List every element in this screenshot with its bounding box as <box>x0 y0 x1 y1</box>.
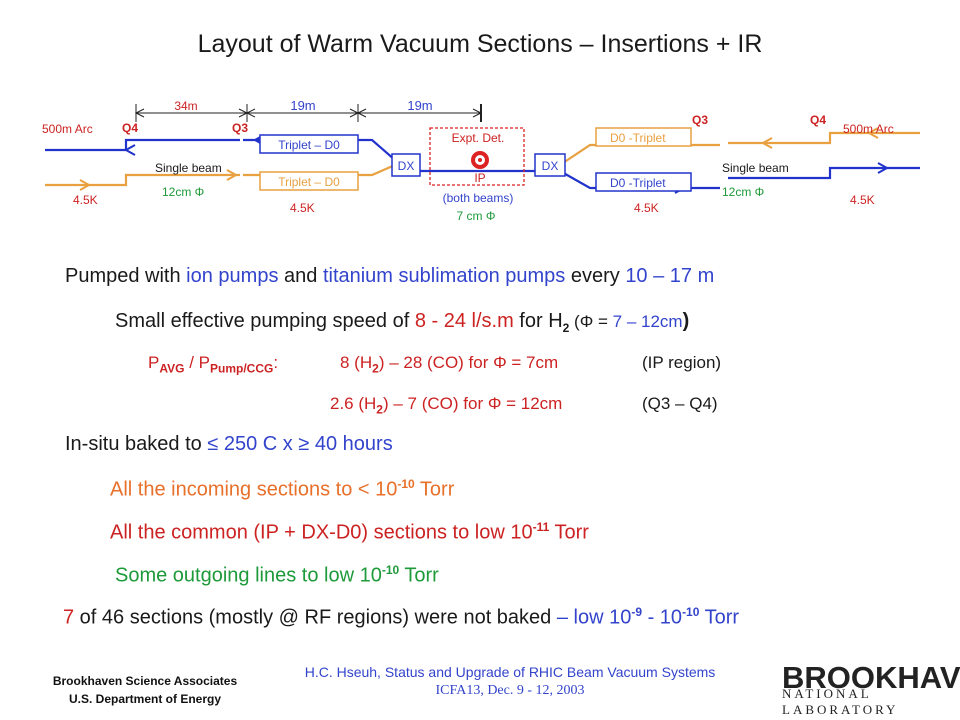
size-left-label: 12cm Φ <box>162 185 204 199</box>
temp-mid-right-label: 4.5K <box>634 201 659 215</box>
temp-right-label: 4.5K <box>850 193 875 207</box>
line-incoming: All the incoming sections to < 10-10 Tor… <box>110 477 455 501</box>
dist-19m-b: 19m <box>407 98 432 113</box>
magnet-boxes <box>259 127 692 192</box>
footer-org-line1: Brookhaven Science Associates <box>52 674 238 688</box>
vacuum-layout-diagram: 34m 19m 19m 500m Arc 500m Arc Q4 Q3 Q3 Q… <box>42 98 920 223</box>
q3-right-label: Q3 <box>692 113 708 127</box>
both-beams-label: (both beams) <box>443 191 514 205</box>
ip-size-label: 7 cm Φ <box>457 209 496 223</box>
dx-right-label: DX <box>542 159 559 173</box>
dx-left-label: DX <box>398 159 415 173</box>
line-common: All the common (IP + DX-D0) sections to … <box>110 520 589 544</box>
ip-detector-icon <box>471 151 489 169</box>
single-beam-right-label: Single beam <box>722 161 789 175</box>
line-pavg-ratio: PAVG / PPump/CCG: <box>148 353 279 376</box>
triplet-top-label: Triplet – D0 <box>278 138 340 152</box>
line-pumping-speed: Small effective pumping speed of 8 - 24 … <box>115 310 690 335</box>
temp-mid-left-label: 4.5K <box>290 201 315 215</box>
d0-top-label: D0 -Triplet <box>610 131 666 145</box>
q4-right-label: Q4 <box>810 113 826 127</box>
line-not-baked: 7 of 46 sections (mostly @ RF regions) w… <box>63 605 740 629</box>
brookhaven-logo-subtitle: NATIONAL LABORATORY <box>782 686 899 717</box>
arc-right-label: 500m Arc <box>843 122 894 136</box>
line-pumped: Pumped with ion pumps and titanium subli… <box>65 265 715 287</box>
single-beam-left-label: Single beam <box>155 161 222 175</box>
ip-region-box <box>429 127 525 186</box>
footer-conference: ICFA13, Dec. 9 - 12, 2003 <box>435 683 585 698</box>
arc-left-label: 500m Arc <box>42 122 93 136</box>
footer-org-line2: U.S. Department of Energy <box>68 692 222 706</box>
brookhaven-logo: BROOKHAVEN <box>782 660 960 695</box>
dist-34m: 34m <box>174 99 197 113</box>
expt-det-label: Expt. Det. <box>452 131 505 145</box>
line-baked: In-situ baked to ≤ 250 C x ≥ 40 hours <box>65 433 393 455</box>
footer-author: H.C. Hseuh, Status and Upgrade of RHIC B… <box>304 664 716 680</box>
temp-left-label: 4.5K <box>73 193 98 207</box>
triplet-bottom-label: Triplet – D0 <box>278 175 340 189</box>
d0-bottom-label: D0 -Triplet <box>610 176 666 190</box>
line-pavg-q3q4-region: (Q3 – Q4) <box>642 394 718 413</box>
distance-markers <box>134 104 483 122</box>
line-outgoing: Some outgoing lines to low 10-10 Torr <box>115 563 439 587</box>
line-pavg-q3q4-value: 2.6 (H2) – 7 (CO) for Φ = 12cm <box>330 394 563 417</box>
q3-left-label: Q3 <box>232 121 248 135</box>
size-right-label: 12cm Φ <box>722 185 764 199</box>
dist-19m-a: 19m <box>290 98 315 113</box>
q4-left-label: Q4 <box>122 121 138 135</box>
ip-label: IP <box>474 171 485 185</box>
line-pavg-ip-region: (IP region) <box>642 353 722 372</box>
slide-title: Layout of Warm Vacuum Sections – Inserti… <box>197 30 763 58</box>
line-pavg-ip-value: 8 (H2) – 28 (CO) for Φ = 7cm <box>340 353 559 376</box>
